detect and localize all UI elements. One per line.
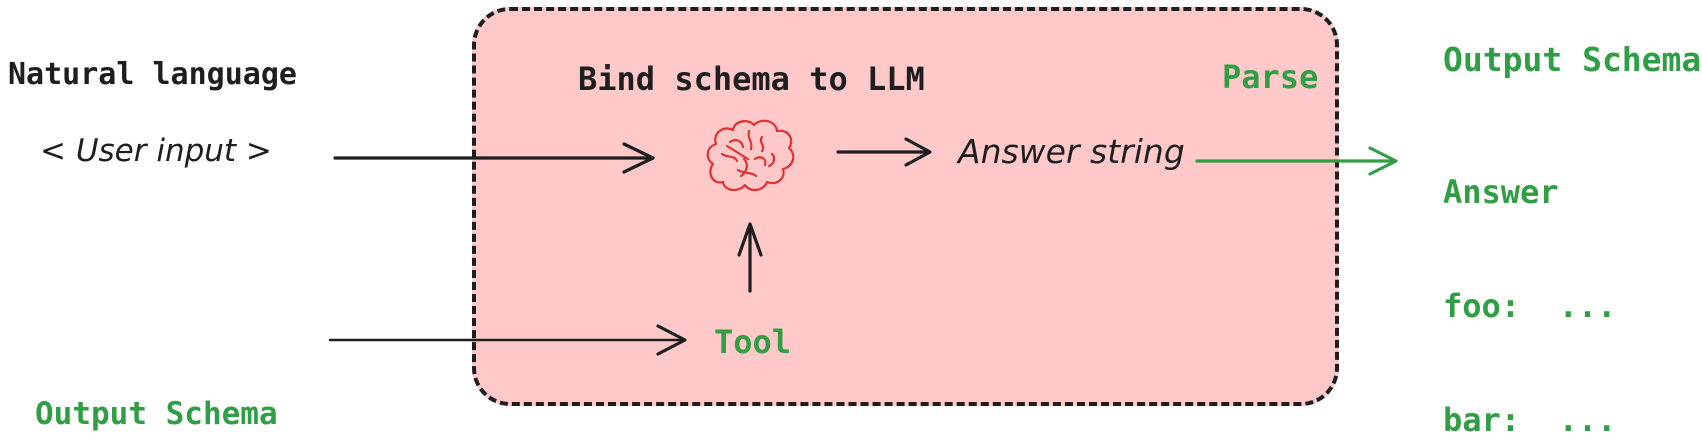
output-answer-block: Answer foo: ... bar: ... xyxy=(1443,97,1616,443)
output-line-bar: bar: ... xyxy=(1443,401,1617,439)
input-schema-block: Output Schema foo: ... bar: ... xyxy=(35,314,278,443)
natural-language-label: Natural language xyxy=(8,57,297,92)
output-schema-title-right: Output Schema xyxy=(1443,40,1702,79)
bind-schema-title: Bind schema to LLM xyxy=(578,60,925,98)
input-schema-title: Output Schema xyxy=(35,396,278,432)
brain-icon xyxy=(706,119,795,192)
output-answer-label: Answer xyxy=(1443,173,1559,211)
output-line-foo: foo: ... xyxy=(1443,287,1617,325)
user-input-value: < User input > xyxy=(40,133,272,169)
tool-label: Tool xyxy=(714,323,792,361)
answer-string-label: Answer string xyxy=(958,132,1185,171)
parse-label: Parse xyxy=(1222,58,1319,96)
